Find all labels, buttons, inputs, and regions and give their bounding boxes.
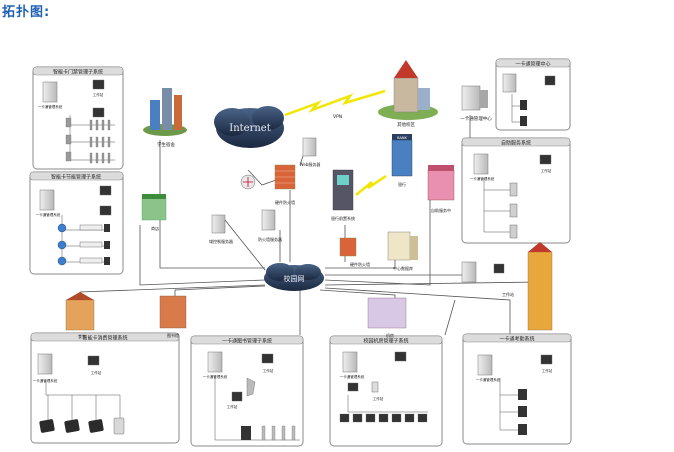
lab-building-label: 机房 bbox=[386, 332, 394, 338]
internet-cloud: Internet bbox=[214, 106, 284, 148]
bank-label: 银行 bbox=[398, 181, 406, 187]
library-subsystem-box: 一卡通图书管理子系统 一卡通管理系统 工作站 工作站 bbox=[190, 335, 304, 447]
hw-firewall-1-icon: 硬件防火墙 bbox=[274, 164, 296, 205]
consume-subsystem-title: 智能卡消费管理系统 bbox=[82, 335, 127, 342]
center-subsystem-box: 一卡通管理中心 bbox=[495, 58, 571, 131]
firewall-server-icon: 防火墙服务器 bbox=[258, 209, 282, 242]
student-dorm-label: 学生宿舍 bbox=[157, 141, 175, 148]
library-label: 图书馆 bbox=[167, 332, 179, 338]
web-server-label: Web服务器 bbox=[300, 161, 321, 167]
svg-text:工作站: 工作站 bbox=[542, 368, 553, 373]
domain-server-label: 域控制服务器 bbox=[209, 238, 233, 244]
firewall-server-label: 防火墙服务器 bbox=[258, 236, 282, 242]
other-campus-label: 其他校区 bbox=[397, 121, 415, 128]
lab-subsystem-box: 校园机房管理子系统 一卡通管理系统 工作站 bbox=[329, 335, 443, 447]
door-subsystem-box: 智能卡门禁管理子系统 一卡通管理系统 工作站 bbox=[32, 66, 124, 170]
door-subsystem-title: 智能卡门禁管理子系统 bbox=[53, 69, 103, 76]
internet-label: Internet bbox=[229, 123, 270, 134]
consume-subsystem-box: 智能卡消费管理系统 一卡通管理系统 工作站 bbox=[30, 332, 180, 444]
svg-text:BANK: BANK bbox=[397, 136, 407, 140]
attendance-subsystem-title: 一卡通考勤系统 bbox=[499, 336, 534, 343]
student-dorm-icon: 学生宿舍 bbox=[143, 88, 187, 148]
svg-text:工作站: 工作站 bbox=[91, 370, 102, 375]
shop-icon: 商店 bbox=[141, 194, 167, 231]
svg-text:工作站: 工作站 bbox=[93, 92, 104, 97]
other-campus-icon: 其他校区 bbox=[378, 60, 438, 128]
attendance-subsystem-box: 一卡通考勤系统 一卡通管理系统 工作站 bbox=[462, 333, 572, 445]
water-subsystem-title: 智能卡节能管理子系统 bbox=[51, 174, 101, 181]
hw-firewall-2-label: 硬件防火墙 bbox=[350, 261, 370, 267]
campus-net-label: 校园网 bbox=[284, 274, 305, 283]
hw-firewall-2-icon: 硬件防火墙 bbox=[339, 237, 370, 267]
lab-building-icon: 机房 bbox=[367, 297, 407, 338]
svg-text:一卡通管理系统: 一卡通管理系统 bbox=[470, 176, 495, 181]
canteen-icon: 食堂 bbox=[65, 292, 95, 339]
tall-building-icon bbox=[527, 242, 553, 331]
svg-text:工作站: 工作站 bbox=[373, 396, 384, 401]
card-center-server-icon: 一卡通管理中心 bbox=[460, 85, 492, 122]
vpn-label: VPN bbox=[333, 114, 342, 120]
svg-text:一卡通管理系统: 一卡通管理系统 bbox=[36, 212, 61, 217]
svg-text:一卡通管理系统: 一卡通管理系统 bbox=[33, 378, 58, 383]
bank-frontend-label: 银行前置系统 bbox=[331, 215, 355, 221]
page-heading: 拓扑图: bbox=[2, 5, 51, 20]
bank-frontend-icon: 银行前置系统 bbox=[331, 169, 355, 221]
bank-link bbox=[355, 174, 387, 196]
domain-server-icon: 域控制服务器 bbox=[209, 214, 233, 244]
svg-text:工作站: 工作站 bbox=[502, 291, 514, 297]
svg-text:工作站: 工作站 bbox=[541, 168, 552, 173]
svg-text:一卡通管理系统: 一卡通管理系统 bbox=[476, 377, 501, 382]
campus-net-cloud: 校园网 bbox=[264, 263, 324, 291]
right-server-icon: 工作站 bbox=[461, 261, 514, 297]
svg-text:一卡通管理系统: 一卡通管理系统 bbox=[38, 104, 63, 109]
center-db-label: 中心数据库 bbox=[393, 265, 413, 271]
web-server-icon: Web服务器 bbox=[300, 137, 321, 167]
svg-text:工作站: 工作站 bbox=[227, 404, 238, 409]
card-center-label: 一卡通管理中心 bbox=[460, 115, 492, 122]
self-service-center-label: 自助服务中 bbox=[431, 207, 451, 213]
library-icon: 图书馆 bbox=[159, 295, 187, 338]
self-service-center-icon: 自助服务中 bbox=[427, 165, 455, 213]
svg-text:一卡通管理系统: 一卡通管理系统 bbox=[340, 374, 365, 379]
self-service-subsystem-box: 自助服务系统 一卡通管理系统 工作站 bbox=[461, 137, 571, 244]
water-subsystem-box: 智能卡节能管理子系统 一卡通管理系统 bbox=[29, 171, 124, 275]
bank-icon: BANK 银行 bbox=[391, 134, 413, 187]
canteen-label: 食堂 bbox=[78, 333, 86, 339]
self-service-subsystem-title: 自助服务系统 bbox=[501, 140, 531, 147]
vpn-link: VPN bbox=[284, 89, 386, 120]
svg-text:工作站: 工作站 bbox=[263, 368, 274, 373]
shop-label: 商店 bbox=[151, 225, 159, 231]
center-db-icon: 中心数据库 bbox=[387, 231, 418, 271]
hw-firewall-1-label: 硬件防火墙 bbox=[275, 199, 295, 205]
library-subsystem-title: 一卡通图书管理子系统 bbox=[222, 338, 272, 345]
center-subsystem-title: 一卡通管理中心 bbox=[515, 61, 550, 68]
lab-subsystem-title: 校园机房管理子系统 bbox=[363, 338, 408, 345]
router-icon bbox=[240, 174, 256, 190]
